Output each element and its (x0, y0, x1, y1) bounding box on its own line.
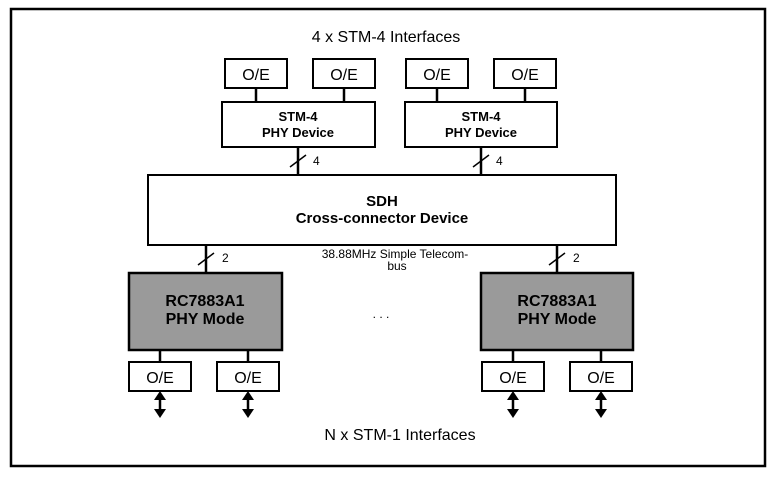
phy-right-line1: RC7883A1 (517, 293, 596, 310)
sdh-line1: SDH (366, 193, 398, 210)
bus-width-bottom-left: 2 (222, 251, 229, 265)
bus-slash-bottom-left (197, 252, 215, 266)
phy-left-line1: RC7883A1 (165, 293, 244, 310)
stm4-phy-right: STM-4 PHY Device (404, 101, 558, 148)
bus-width-bottom-right: 2 (573, 251, 580, 265)
stm4-phy-left: STM-4 PHY Device (221, 101, 376, 148)
oe-top-2-label: O/E (330, 67, 358, 84)
oe-top-4: O/E (493, 58, 557, 89)
oe-top-2: O/E (312, 58, 376, 89)
bus-width-top-left: 4 (313, 154, 320, 168)
phy-right-line2: PHY Mode (518, 311, 597, 328)
stm4-left-line2: PHY Device (262, 125, 334, 140)
oe-bottom-4-label: O/E (587, 370, 615, 387)
bus-slash-bottom-right (548, 252, 566, 266)
bus-slash-top-right (472, 154, 490, 168)
oe-bottom-4: O/E (569, 361, 633, 392)
oe-bottom-3-label: O/E (499, 370, 527, 387)
sdh-cross-connector: SDH Cross-connector Device (147, 174, 617, 246)
ellipsis: . . . (373, 307, 390, 321)
stm4-right-line1: STM-4 (462, 109, 502, 124)
oe-top-1: O/E (224, 58, 288, 89)
bottom-interfaces-label: N x STM-1 Interfaces (324, 427, 475, 444)
oe-top-3-label: O/E (423, 67, 451, 84)
phy-mode-left: RC7883A1 PHY Mode (127, 271, 284, 352)
bidirectional-arrow-icon (595, 391, 607, 418)
oe-top-3: O/E (405, 58, 469, 89)
bidirectional-arrow-icon (154, 391, 166, 418)
oe-bottom-1: O/E (128, 361, 192, 392)
oe-top-1-label: O/E (242, 67, 270, 84)
stm4-left-line1: STM-4 (279, 109, 319, 124)
telecom-bus-label-line2: bus (387, 259, 406, 273)
phy-left-line2: PHY Mode (166, 311, 245, 328)
oe-bottom-2-label: O/E (234, 370, 262, 387)
bidirectional-arrow-icon (242, 391, 254, 418)
bus-slash-top-left (289, 154, 307, 168)
oe-bottom-2: O/E (216, 361, 280, 392)
bidirectional-arrow-icon (507, 391, 519, 418)
phy-mode-right: RC7883A1 PHY Mode (479, 271, 635, 352)
top-interfaces-label: 4 x STM-4 Interfaces (312, 29, 461, 46)
oe-bottom-3: O/E (481, 361, 545, 392)
telecom-bus-label-line1: 38.88MHz Simple Telecom- (322, 247, 469, 261)
stm4-right-line2: PHY Device (445, 125, 517, 140)
oe-bottom-1-label: O/E (146, 370, 174, 387)
oe-top-4-label: O/E (511, 67, 539, 84)
bus-width-top-right: 4 (496, 154, 503, 168)
sdh-line2: Cross-connector Device (296, 210, 469, 227)
